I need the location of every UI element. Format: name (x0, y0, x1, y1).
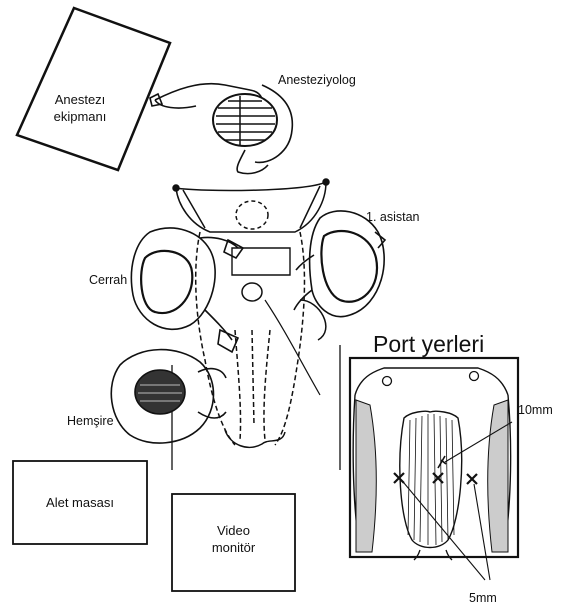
port-10mm-label: 10mm (518, 403, 553, 418)
port-inset (350, 358, 518, 580)
first-assistant-label: 1. asistan (366, 210, 420, 225)
anesthesia-equipment-label: Anestezı ekipmanı (45, 91, 115, 125)
surgeon-figure (131, 228, 243, 352)
anesthesiologist-label: Anesteziyolog (278, 73, 356, 88)
nurse-figure (111, 350, 226, 443)
port-5mm-label: 5mm (469, 591, 497, 606)
instrument-table-label: Alet masası (13, 494, 147, 511)
nurse-label: Hemşire (67, 414, 114, 429)
anesthesia-equipment-line1: Anestezı (45, 91, 115, 108)
anesthesia-equipment-line2: ekipmanı (45, 108, 115, 125)
anesthesia-equipment-box (17, 8, 170, 170)
surgeon-label: Cerrah (89, 273, 127, 288)
patient-table (172, 179, 340, 470)
anesthesiologist-figure (150, 84, 292, 174)
video-monitor-line2: monitör (172, 539, 295, 556)
video-monitor-line1: Video (172, 522, 295, 539)
port-inset-title: Port yerleri (373, 331, 484, 357)
video-monitor-label: Video monitör (172, 522, 295, 556)
